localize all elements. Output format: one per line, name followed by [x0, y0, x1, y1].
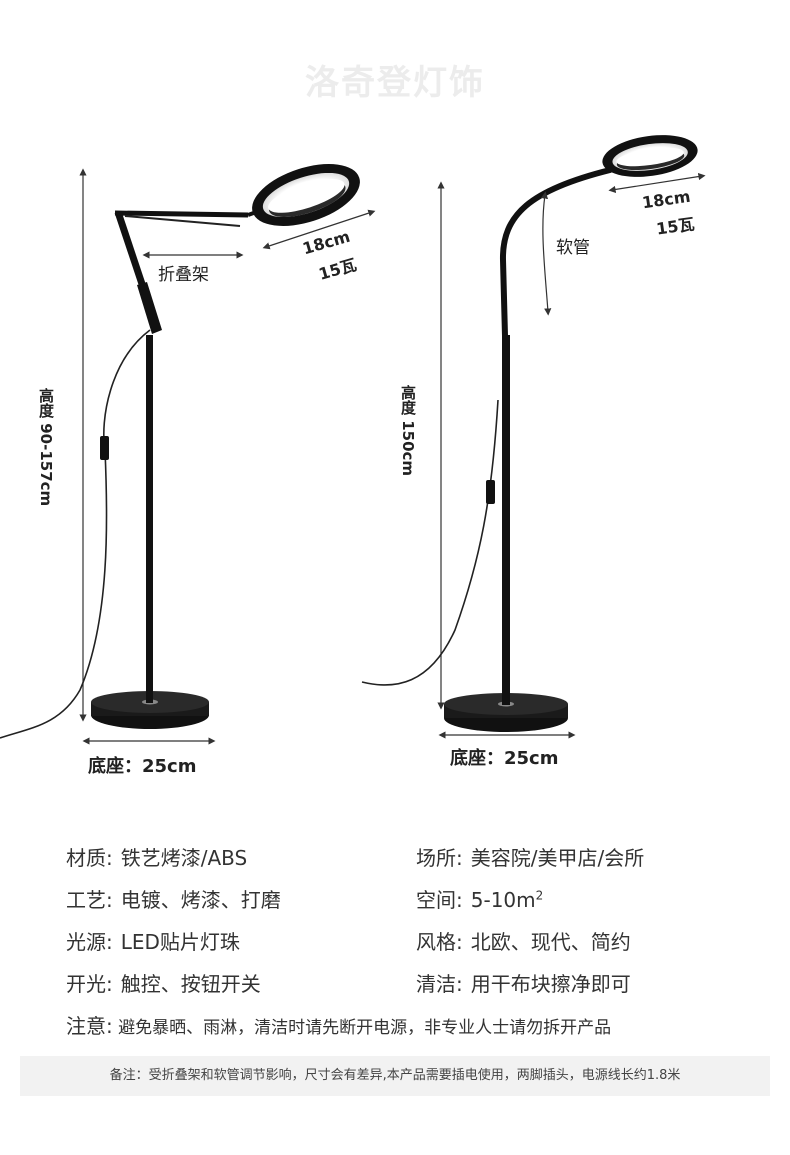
spec-key: 清洁:	[416, 972, 463, 996]
left-base-label: 底座：25cm	[88, 756, 197, 777]
caution-text: 避免暴晒、雨淋，清洁时请先断开电源，非专业人士请勿拆开产品	[118, 1018, 612, 1038]
spec-value: 北欧、现代、简约	[470, 930, 631, 954]
left-lamp	[0, 164, 376, 745]
right-ring-light	[602, 135, 698, 177]
spec-switch: 开光: 触控、按钮开关	[66, 968, 261, 997]
folding-arm-label: 折叠架	[158, 265, 209, 285]
spec-value: 用干布块擦净即可	[470, 972, 631, 996]
left-power-cable	[0, 329, 151, 739]
spec-value: 5-10m2	[470, 888, 544, 912]
footer-remark: 备注：受折叠架和软管调节影响，尺寸会有差异,本产品需要插电使用，两脚插头，电源线…	[20, 1056, 770, 1096]
right-lamp-pole	[502, 335, 510, 705]
spec-key: 风格:	[416, 930, 463, 954]
right-base-label: 底座：25cm	[450, 748, 559, 769]
superscript: 2	[535, 888, 544, 903]
caution-note: 注意: 避免暴晒、雨淋，清洁时请先断开电源，非专业人士请勿拆开产品	[66, 1010, 611, 1039]
spec-key: 场所:	[416, 846, 463, 870]
spec-value: 触控、按钮开关	[120, 972, 261, 996]
spec-venue: 场所: 美容院/美甲店/会所	[416, 842, 644, 871]
caution-key: 注意:	[66, 1014, 113, 1038]
spec-key: 光源:	[66, 930, 113, 954]
gooseneck-label: 软管	[556, 238, 590, 258]
right-switch	[486, 480, 495, 504]
spec-space: 空间: 5-10m2	[416, 884, 543, 913]
right-lamp	[361, 135, 706, 739]
spec-light-source: 光源: LED贴片灯珠	[66, 926, 240, 955]
spec-key: 材质:	[66, 846, 113, 870]
spec-key: 开光:	[66, 972, 113, 996]
left-height-label: 高度 90-157cm	[37, 388, 55, 507]
right-power-cable	[361, 399, 499, 686]
right-height-label: 高度 150cm	[399, 385, 417, 477]
left-switch	[100, 436, 109, 460]
spec-key: 空间:	[416, 888, 463, 912]
spec-value: 铁艺烤漆/ABS	[120, 846, 248, 870]
gooseneck	[499, 167, 613, 339]
spec-cleaning: 清洁: 用干布块擦净即可	[416, 968, 631, 997]
lamp-illustrations	[0, 135, 706, 745]
spec-material: 材质: 铁艺烤漆/ABS	[66, 842, 247, 871]
spec-value: LED贴片灯珠	[120, 930, 240, 954]
spec-value: 美容院/美甲店/会所	[470, 846, 645, 870]
left-ring-light	[252, 164, 360, 226]
spec-craft: 工艺: 电镀、烤漆、打磨	[66, 884, 281, 913]
spec-style: 风格: 北欧、现代、简约	[416, 926, 631, 955]
spec-key: 工艺:	[66, 888, 113, 912]
left-lamp-pole	[146, 335, 153, 703]
folding-arm	[114, 210, 148, 292]
brand-watermark: 洛奇登灯饰	[305, 63, 485, 103]
spec-value: 电镀、烤漆、打磨	[120, 888, 281, 912]
